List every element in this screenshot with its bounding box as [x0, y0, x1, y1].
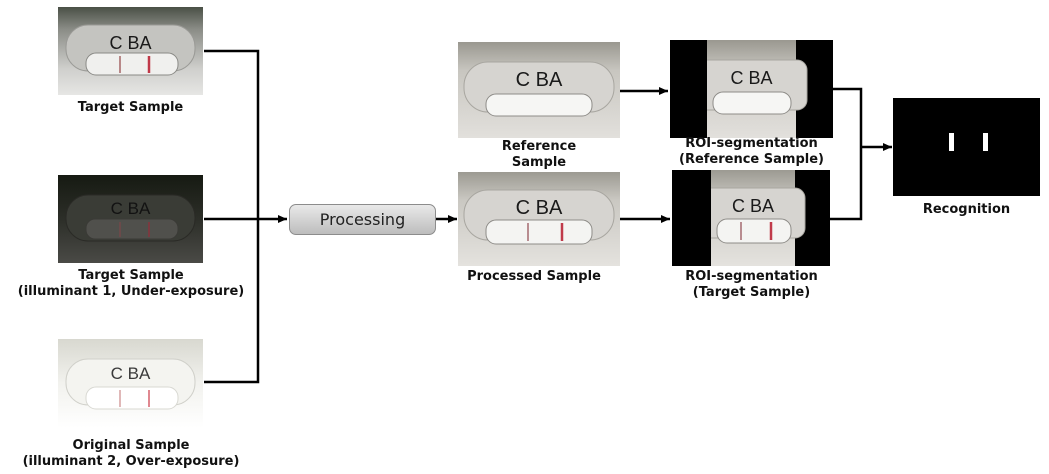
processed-sample-image: C BA [458, 172, 620, 266]
cassette-lettering: C BA [515, 197, 563, 219]
connector-over-exposure [204, 219, 260, 384]
roi-reference-caption: ROI-segmentation (Reference Sample) [679, 136, 824, 167]
under-exposure-caption: Target Sample (illuminant 1, Under-expos… [17, 268, 245, 299]
processing-box: Processing [289, 204, 436, 235]
recognized-control-line [949, 133, 954, 151]
cassette-lettering: C BA [109, 33, 152, 53]
under-exposure-sample-image: C BA [58, 175, 203, 263]
connector-target-sample [204, 49, 260, 219]
reference-sample-caption: Reference Sample [501, 139, 577, 170]
cassette-lettering: C BA [730, 68, 773, 88]
over-exposure-sample-image: C BA [58, 339, 203, 428]
connector-roi-target [830, 147, 863, 221]
roi-target-image: C BA [672, 170, 830, 266]
target-sample-caption: Target Sample [77, 100, 184, 115]
reference-sample-image: C BA [458, 42, 620, 138]
cassette-lettering: C BA [731, 196, 774, 216]
target-sample-image: C BA [58, 7, 203, 95]
cassette-lettering: C BA [515, 69, 563, 91]
recognition-caption: Recognition [922, 202, 1011, 217]
roi-target-caption: ROI-segmentation (Target Sample) [685, 269, 818, 300]
connector-roi-reference [833, 87, 863, 147]
over-exposure-caption: Original Sample (illuminant 2, Over-expo… [22, 438, 240, 469]
roi-reference-image: C BA [670, 40, 833, 138]
cassette-lettering: C BA [110, 364, 151, 383]
recognized-test-line [983, 133, 988, 151]
cassette-lettering: C BA [110, 199, 151, 218]
processed-sample-caption: Processed Sample [467, 269, 601, 284]
recognition-image [893, 98, 1040, 196]
